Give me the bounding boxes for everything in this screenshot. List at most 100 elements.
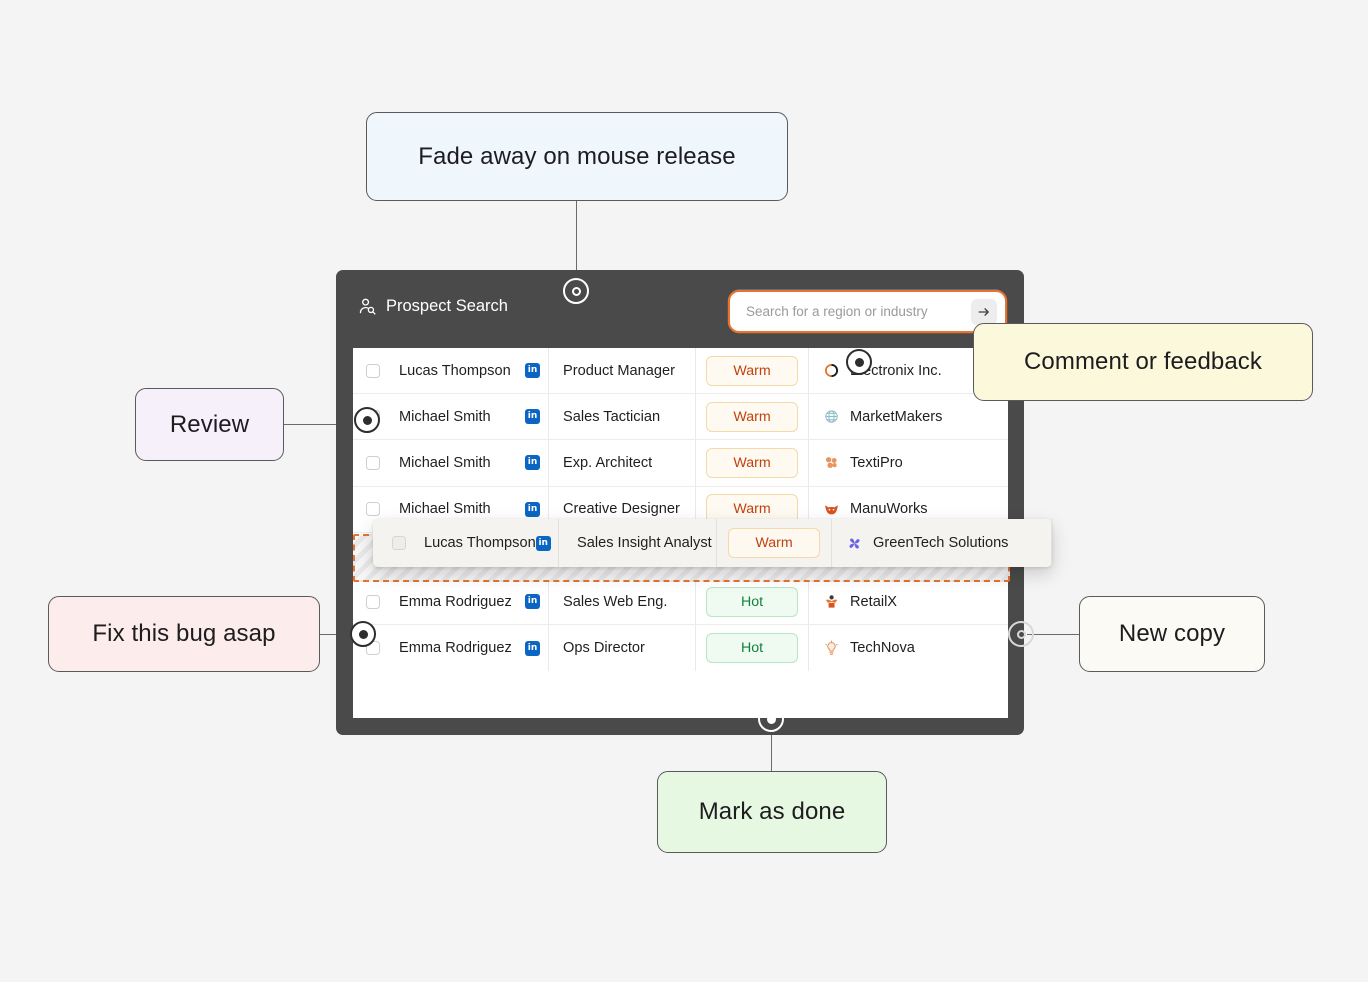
callout-fade[interactable]: Fade away on mouse release (366, 112, 788, 201)
row-company: ManuWorks (850, 501, 928, 518)
table-row[interactable]: Emma Rodriguez in Ops Director Hot TechNova (353, 625, 1008, 672)
search-input[interactable]: Search for a region or industry (730, 292, 1005, 331)
annotation-marker-bug[interactable] (350, 621, 376, 647)
dragged-row[interactable]: Lucas Thompson in Sales Insight Analyst … (373, 519, 1052, 567)
row-role: Sales Web Eng. (549, 578, 696, 625)
annotation-marker-fade[interactable] (563, 278, 589, 304)
row-company-cell: TechNova (809, 625, 1008, 671)
row-company: TextiPro (850, 454, 903, 471)
row-status-cell: Warm (696, 348, 809, 394)
status-badge: Hot (706, 633, 798, 664)
ring-icon (823, 362, 840, 379)
dragged-row-role: Sales Insight Analyst (559, 519, 717, 567)
connector-fade (576, 198, 577, 280)
connector-review (283, 424, 361, 425)
row-company-cell: Electronix Inc. (809, 348, 1008, 393)
callout-review-label: Review (169, 410, 250, 438)
callout-bug-label: Fix this bug asap (92, 620, 276, 647)
search-placeholder: Search for a region or industry (746, 304, 928, 319)
row-name: Lucas Thompson (399, 362, 511, 379)
status-badge: Warm (706, 355, 798, 386)
table-row[interactable]: Emma Rodriguez in Sales Web Eng.Hot RetailX (353, 578, 1008, 626)
row-role: Sales Tactician (549, 394, 696, 440)
row-status-cell: Hot (696, 578, 809, 625)
person-search-icon (358, 297, 377, 316)
row-name-cell: Lucas Thompson in (353, 348, 549, 394)
linkedin-icon[interactable]: in (525, 363, 540, 379)
row-checkbox[interactable] (366, 594, 380, 609)
status-badge: Warm (706, 401, 798, 432)
dragged-row-company-cell: GreenTech Solutions (832, 519, 1052, 567)
callout-bug[interactable]: Fix this bug asap (48, 596, 320, 672)
linkedin-icon[interactable]: in (525, 640, 540, 656)
fox-icon (823, 501, 840, 518)
linkedin-icon[interactable]: in (525, 594, 540, 610)
row-company: MarketMakers (850, 408, 943, 425)
dragged-row-status-cell: Warm (717, 519, 832, 567)
row-role: Ops Director (549, 625, 696, 672)
row-name-cell: Emma Rodriguez in (353, 625, 549, 672)
row-company-cell: RetailX (809, 579, 1008, 624)
row-role: Creative Designer (549, 486, 696, 532)
page-title: Prospect Search (358, 297, 508, 316)
pinwheel-icon (846, 535, 863, 552)
row-name-cell: Michael Smith in (353, 440, 549, 486)
row-role: Product Manager (549, 348, 696, 394)
callout-comment[interactable]: Comment or feedback (973, 323, 1313, 401)
table-row[interactable]: Michael Smith in Exp. Architect Warm TextiPr… (353, 440, 1008, 487)
dragged-row-name-cell: Lucas Thompson in (373, 519, 559, 567)
linkedin-icon[interactable]: in (525, 501, 540, 517)
row-checkbox[interactable] (366, 502, 380, 517)
search-submit-button[interactable] (971, 298, 997, 325)
connector-done (771, 725, 772, 771)
status-badge: Warm (706, 447, 798, 478)
callout-fade-label: Fade away on mouse release (418, 142, 736, 170)
row-company: Electronix Inc. (850, 362, 942, 379)
dragged-row-company: GreenTech Solutions (873, 535, 1009, 551)
connector-newcopy (1027, 634, 1081, 635)
row-company-cell: MarketMakers (809, 394, 1008, 439)
row-name-cell: Emma Rodriguez in (353, 578, 549, 625)
flower-icon (823, 454, 840, 471)
row-status-cell: Warm (696, 440, 809, 486)
dragged-row-name: Lucas Thompson (424, 535, 536, 551)
annotation-marker-newcopy[interactable] (1008, 621, 1034, 647)
app-header: Prospect Search Search for a region or i… (336, 270, 1024, 348)
annotation-marker-review[interactable] (354, 407, 380, 433)
status-badge: Warm (728, 528, 820, 558)
row-checkbox[interactable] (366, 455, 380, 470)
table-row[interactable]: Lucas Thompson in Product Manager Warm Elect… (353, 348, 1008, 395)
row-status-cell: Warm (696, 394, 809, 440)
row-checkbox[interactable] (366, 363, 380, 378)
app-window: Prospect Search Search for a region or i… (336, 270, 1024, 735)
row-name: Emma Rodriguez (399, 593, 512, 610)
row-status-cell: Hot (696, 625, 809, 672)
linkedin-icon[interactable]: in (525, 409, 540, 425)
annotation-marker-done[interactable] (758, 706, 784, 732)
row-name: Emma Rodriguez (399, 640, 512, 657)
row-name: Michael Smith (399, 501, 491, 518)
page-title-text: Prospect Search (386, 297, 508, 315)
callout-newcopy[interactable]: New copy (1079, 596, 1265, 672)
callout-review[interactable]: Review (135, 388, 284, 461)
row-company-cell: TextiPro (809, 440, 1008, 485)
callout-newcopy-label: New copy (1118, 620, 1226, 647)
row-name-cell: Michael Smith in (353, 486, 549, 532)
row-checkbox[interactable] (392, 536, 406, 550)
person-figure-icon (823, 593, 840, 610)
linkedin-icon[interactable]: in (525, 455, 540, 471)
linkedin-icon[interactable]: in (535, 535, 551, 551)
globe-icon (823, 408, 840, 425)
callout-comment-label: Comment or feedback (1023, 348, 1262, 375)
callout-done[interactable]: Mark as done (657, 771, 887, 853)
lightbulb-icon (823, 640, 840, 657)
row-company: TechNova (850, 640, 915, 657)
row-name: Michael Smith (399, 454, 491, 471)
row-role: Exp. Architect (549, 440, 696, 486)
row-company-cell: ManuWorks (809, 487, 1008, 532)
callout-done-label: Mark as done (698, 798, 846, 825)
row-company: RetailX (850, 593, 898, 610)
annotation-marker-comment[interactable] (846, 349, 872, 375)
